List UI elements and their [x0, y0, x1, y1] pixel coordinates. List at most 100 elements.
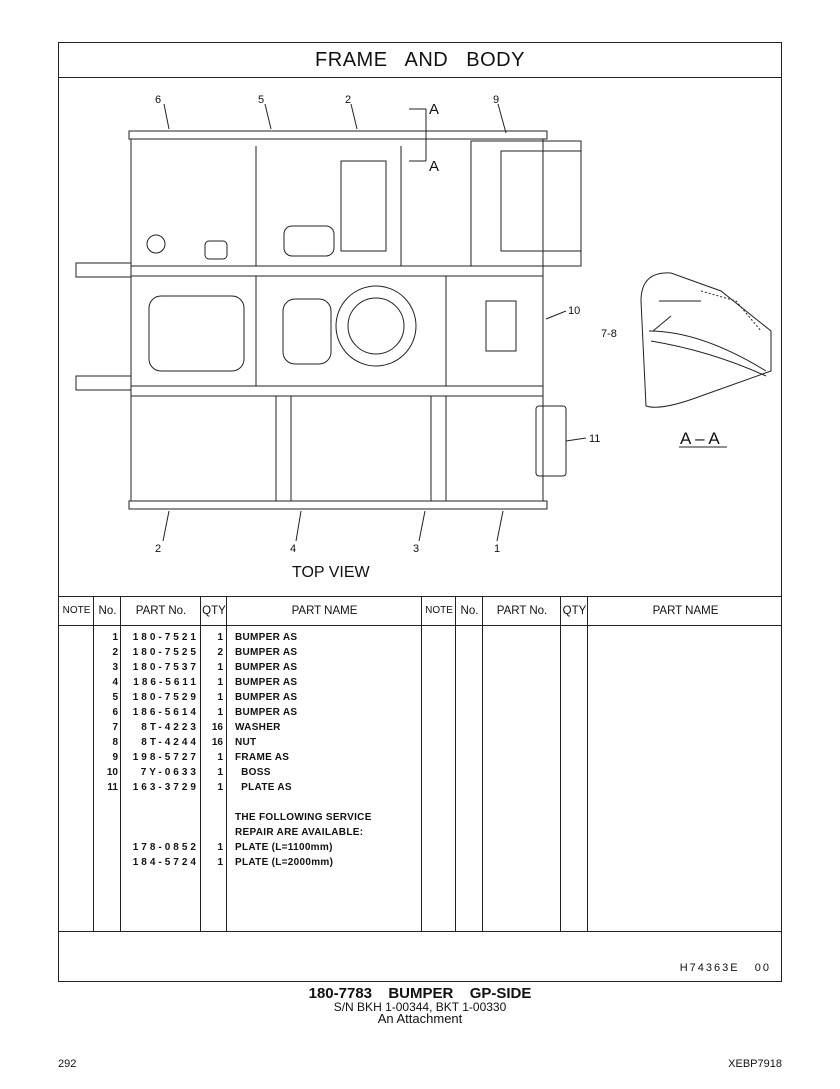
parts-table: NOTE No. PART No. QTY PART NAME NOTE No.…: [59, 596, 781, 932]
part-name: THE FOLLOWING SERVICE: [235, 812, 372, 823]
callout-1: 1: [494, 543, 500, 555]
header-part-name-2: PART NAME: [652, 605, 719, 617]
quantity: 1: [217, 677, 223, 688]
page-number: 292: [58, 1058, 77, 1070]
callout-5: 5: [258, 94, 264, 106]
section-mark-a-bottom: A: [429, 158, 439, 175]
part-name: FRAME AS: [235, 752, 290, 763]
callout-3: 3: [413, 543, 419, 555]
table-row: THE FOLLOWING SERVICE: [59, 810, 421, 825]
callout-2: 2: [345, 94, 351, 106]
group-title: 180-7783 BUMPER GP-SIDE: [308, 985, 532, 1002]
item-number: 7: [112, 722, 118, 733]
part-name: PLATE (L=1100mm): [235, 842, 333, 853]
quantity: 1: [217, 842, 223, 853]
quantity: 1: [217, 707, 223, 718]
item-number: 2: [112, 647, 118, 658]
part-number: 180-7537: [132, 662, 199, 673]
column-divider: [201, 597, 227, 932]
column-divider: [483, 597, 561, 932]
attachment-note: An Attachment: [377, 1011, 463, 1026]
column-divider: [456, 597, 483, 932]
header-note-2: NOTE: [425, 605, 453, 616]
item-number: 5: [112, 692, 118, 703]
part-name: BOSS: [235, 767, 271, 778]
part-name: BUMPER AS: [235, 632, 298, 643]
header-qty-2: QTY: [562, 605, 587, 617]
quantity: 2: [217, 647, 223, 658]
part-name: NUT: [235, 737, 257, 748]
quantity: 16: [211, 737, 223, 748]
quantity: 1: [217, 857, 223, 868]
item-number: 10: [106, 767, 118, 778]
callout-7-8: 7-8: [601, 328, 617, 340]
header-no-2: No.: [460, 605, 479, 617]
header-part-no-2: PART No.: [496, 605, 548, 617]
part-name: BUMPER AS: [235, 707, 298, 718]
item-number: 11: [107, 782, 118, 793]
part-name: PLATE (L=2000mm): [235, 857, 334, 868]
item-number: 4: [112, 677, 118, 688]
part-name: BUMPER AS: [235, 647, 298, 658]
part-number: 184-5724: [132, 857, 199, 868]
callout-2-bottom: 2: [155, 543, 161, 555]
item-number: 8: [112, 737, 118, 748]
part-number: 8T-4244: [141, 737, 199, 748]
header-part-no: PART No.: [135, 605, 187, 617]
illustration-code: H74363E 00: [679, 962, 771, 974]
part-name: WASHER: [235, 722, 281, 733]
page-title: FRAME AND BODY: [59, 43, 781, 78]
quantity: 1: [217, 752, 223, 763]
part-name: PLATE AS: [235, 782, 292, 793]
column-divider: [227, 597, 422, 932]
top-view-label: TOP VIEW: [292, 564, 371, 581]
header-note: NOTE: [62, 605, 91, 616]
header-no: No.: [98, 605, 117, 617]
leader-lines: [162, 103, 727, 542]
parts-sheet: FRAME AND BODY: [58, 42, 782, 982]
table-row: 1 180-7521 1 BUMPER AS: [59, 630, 421, 645]
part-number: 186-5611: [133, 677, 199, 688]
part-number: 180-7529: [132, 692, 199, 703]
column-divider: [561, 597, 588, 932]
parts-illustration: 6 5 2 A A 9 10 7-8 11 2 4 3 1 TOP VIEW A…: [59, 77, 781, 596]
frame-top-view: [75, 130, 582, 510]
section-a-a-label: A – A: [680, 429, 720, 448]
table-row: 8 8T-4244 16 NUT: [59, 735, 421, 750]
callout-11: 11: [589, 433, 600, 445]
quantity: 16: [211, 722, 223, 733]
item-number: 3: [112, 662, 118, 673]
table-row: [59, 795, 421, 810]
table-row: 184-5724 1 PLATE (L=2000mm): [59, 855, 421, 870]
quantity: 1: [217, 662, 223, 673]
item-number: 1: [112, 632, 118, 643]
column-divider: [422, 597, 456, 932]
callout-10: 10: [568, 305, 580, 317]
callout-6: 6: [155, 94, 161, 106]
part-number: 186-5614: [132, 707, 199, 718]
serial-range: S/N BKH 1-00344, BKT 1-00330: [333, 1000, 507, 1014]
part-name: BUMPER AS: [235, 677, 298, 688]
table-row: REPAIR ARE AVAILABLE:: [59, 825, 421, 840]
column-divider: [121, 597, 201, 932]
quantity: 1: [217, 632, 223, 643]
part-number: 8T-4223: [141, 722, 199, 733]
section-a-a-detail: [640, 272, 772, 408]
callout-4: 4: [290, 543, 296, 555]
part-number: 7Y-0633: [140, 767, 199, 778]
table-row: 4 186-5611 1 BUMPER AS: [59, 675, 421, 690]
section-mark-a-top: A: [429, 101, 439, 118]
item-number: 9: [112, 752, 118, 763]
header-qty: QTY: [202, 605, 226, 617]
document-id: XEBP7918: [728, 1058, 782, 1070]
column-divider: [59, 597, 94, 932]
part-number: 178-0852: [132, 842, 199, 853]
part-number: 180-7521: [132, 632, 199, 643]
header-part-name: PART NAME: [291, 605, 358, 617]
part-name: REPAIR ARE AVAILABLE:: [235, 827, 364, 838]
